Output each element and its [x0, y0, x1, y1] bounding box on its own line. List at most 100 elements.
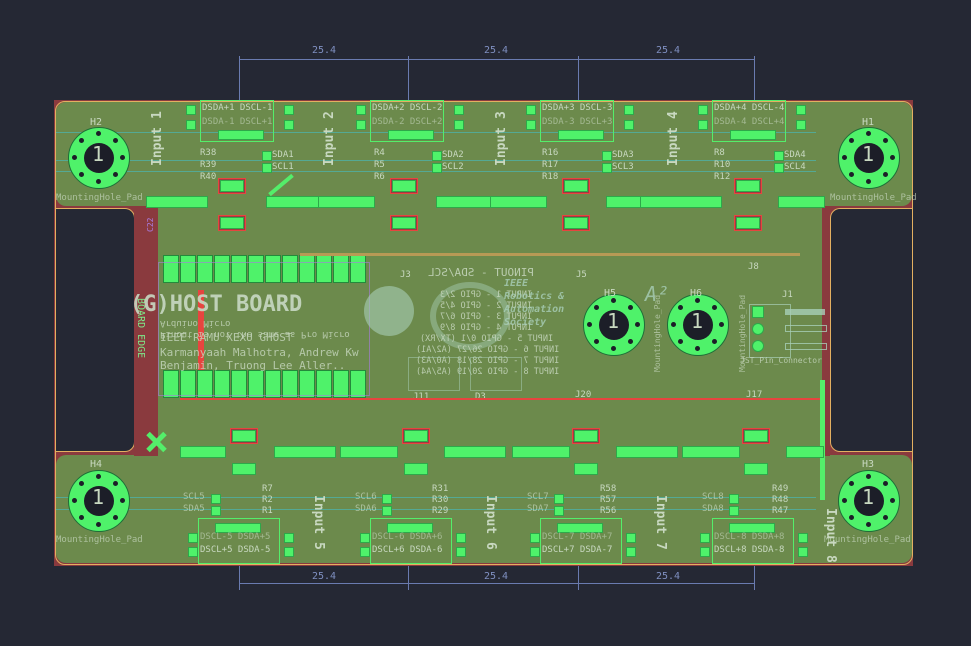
smd-pad[interactable] [404, 463, 428, 475]
smd-pad[interactable] [558, 130, 604, 140]
smd-pad[interactable] [744, 430, 768, 442]
pad[interactable] [262, 163, 272, 173]
pad[interactable] [602, 163, 612, 173]
smd-pad[interactable] [730, 130, 776, 140]
pad[interactable] [530, 533, 540, 543]
pad[interactable] [211, 506, 221, 516]
pad[interactable] [356, 120, 366, 130]
smd-pad-row[interactable] [340, 446, 398, 458]
mounting-hole-h6[interactable]: 1 [667, 294, 729, 356]
smd-pad-row[interactable] [616, 446, 678, 458]
pad[interactable] [774, 163, 784, 173]
smd-pad-row[interactable] [274, 446, 336, 458]
header-pad[interactable] [265, 370, 281, 398]
pad[interactable] [626, 547, 636, 557]
pad[interactable] [796, 105, 806, 115]
smd-pad-row[interactable] [512, 446, 570, 458]
smd-pad[interactable] [220, 180, 244, 192]
header-pad[interactable] [248, 370, 264, 398]
smd-pad[interactable] [736, 180, 760, 192]
pad[interactable] [626, 533, 636, 543]
smd-pad[interactable] [392, 180, 416, 192]
smd-pad-row[interactable] [266, 196, 323, 208]
smd-pad-row[interactable] [146, 196, 208, 208]
pad[interactable] [360, 547, 370, 557]
pad[interactable] [186, 105, 196, 115]
pad[interactable] [454, 120, 464, 130]
pad[interactable] [700, 547, 710, 557]
smd-pad[interactable] [404, 430, 428, 442]
header-pad[interactable] [163, 370, 179, 398]
mounting-hole-h5[interactable]: 1 [583, 294, 645, 356]
pad[interactable] [729, 494, 739, 504]
pad[interactable] [700, 533, 710, 543]
pad[interactable] [456, 547, 466, 557]
pad[interactable] [624, 120, 634, 130]
pad[interactable] [456, 533, 466, 543]
pad[interactable] [530, 547, 540, 557]
pad[interactable] [382, 494, 392, 504]
smd-pad-row[interactable] [444, 446, 506, 458]
connector-pad-3[interactable] [752, 340, 764, 352]
header-pad[interactable] [180, 370, 196, 398]
pad[interactable] [188, 533, 198, 543]
mounting-hole-h1[interactable]: 1 [838, 127, 900, 189]
pad[interactable] [188, 547, 198, 557]
header-pad[interactable] [214, 370, 230, 398]
pad[interactable] [356, 105, 366, 115]
smd-pad[interactable] [564, 180, 588, 192]
pad[interactable] [624, 105, 634, 115]
smd-pad[interactable] [232, 430, 256, 442]
pad[interactable] [798, 547, 808, 557]
smd-pad-row[interactable] [490, 196, 547, 208]
header-pad[interactable] [350, 370, 366, 398]
pad[interactable] [526, 105, 536, 115]
smd-pad-row[interactable] [682, 446, 740, 458]
header-pad[interactable] [231, 370, 247, 398]
smd-pad[interactable] [388, 130, 434, 140]
pad[interactable] [284, 533, 294, 543]
pad[interactable] [554, 506, 564, 516]
smd-pad-row[interactable] [180, 446, 226, 458]
pad[interactable] [698, 120, 708, 130]
smd-pad[interactable] [232, 463, 256, 475]
pad[interactable] [698, 105, 708, 115]
pad[interactable] [382, 506, 392, 516]
smd-pad[interactable] [574, 430, 598, 442]
smd-pad-row[interactable] [640, 196, 722, 208]
smd-pad[interactable] [729, 523, 775, 533]
smd-pad[interactable] [744, 463, 768, 475]
pad[interactable] [798, 533, 808, 543]
pad[interactable] [526, 120, 536, 130]
pad[interactable] [602, 151, 612, 161]
smd-pad[interactable] [736, 217, 760, 229]
pad[interactable] [554, 494, 564, 504]
smd-pad-row[interactable] [786, 446, 824, 458]
mounting-hole-h2[interactable]: 1 [68, 127, 130, 189]
connector-pad-1[interactable] [752, 306, 764, 318]
header-pad[interactable] [197, 370, 213, 398]
header-pad[interactable] [282, 370, 298, 398]
smd-pad-row[interactable] [436, 196, 498, 208]
pad[interactable] [284, 120, 294, 130]
mounting-hole-h3[interactable]: 1 [838, 470, 900, 532]
pad[interactable] [284, 105, 294, 115]
mounting-hole-h4[interactable]: 1 [68, 470, 130, 532]
header-pad[interactable] [316, 370, 332, 398]
diode-d3[interactable] [470, 357, 522, 391]
pad[interactable] [360, 533, 370, 543]
pad[interactable] [262, 151, 272, 161]
header-pad[interactable] [299, 370, 315, 398]
pad[interactable] [774, 151, 784, 161]
diode-d2[interactable] [408, 357, 460, 391]
pad[interactable] [186, 120, 196, 130]
smd-pad[interactable] [218, 130, 264, 140]
pad[interactable] [454, 105, 464, 115]
smd-pad[interactable] [215, 523, 261, 533]
pad[interactable] [729, 506, 739, 516]
smd-pad[interactable] [392, 217, 416, 229]
pad[interactable] [796, 120, 806, 130]
pad[interactable] [284, 547, 294, 557]
smd-pad-row[interactable] [318, 196, 375, 208]
smd-pad[interactable] [574, 463, 598, 475]
